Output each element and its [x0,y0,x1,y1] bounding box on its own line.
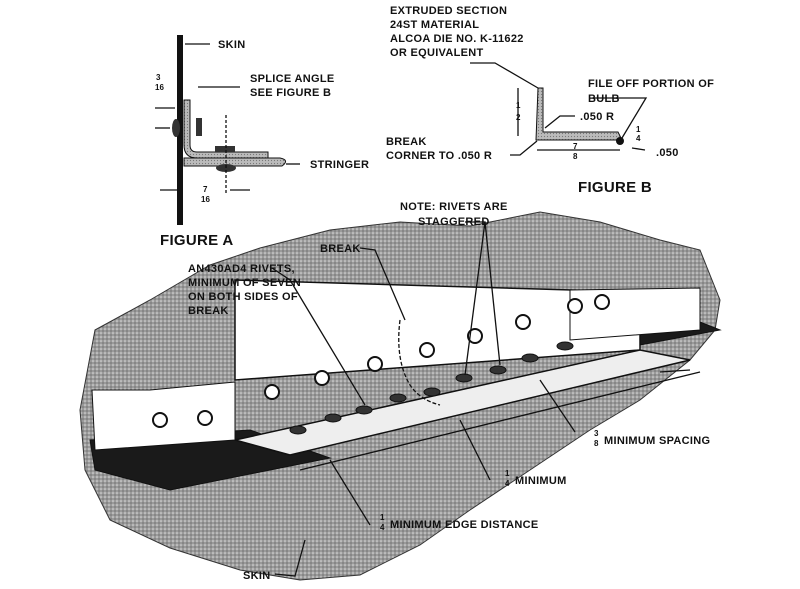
stringer-section [183,157,286,167]
dim-bulb-num: 1 [636,125,641,134]
rivets-vertical [152,294,610,428]
extrusion-section [535,87,623,141]
note-line-2: STAGGERED [418,216,490,228]
file-off-line-2: BULB [588,93,620,105]
bulb [616,137,624,145]
dim-width-num: 7 [573,142,578,151]
break-corner-line-2: CORNER TO .050 R [386,150,492,162]
edge-den: 4 [380,523,385,532]
rivets-line-4: BREAK [188,305,229,317]
dim-height-den: 2 [516,113,521,122]
main-assembly: AN430AD4 RIVETS, MINIMUM OF SEVEN ON BOT… [79,201,722,582]
splice-angle-label: SPLICE ANGLE [250,73,334,85]
extruded-line-2: 24ST MATERIAL [390,19,479,31]
skin-section [177,35,183,225]
note-line-1: NOTE: RIVETS ARE [400,201,508,213]
dim-bulb-den: 4 [636,134,641,143]
rivets-flange [289,341,574,435]
dim-width-den: 8 [573,152,578,161]
stringer-label: STRINGER [310,159,369,171]
figure-a: 3 16 7 16 SKIN SPLICE ANGLE SEE FIGURE B… [155,35,369,249]
rivet-head [172,119,180,137]
dim-bottom-num: 7 [203,185,208,194]
minimum-label: MINIMUM [515,475,567,487]
dim-top-num: 3 [156,73,161,82]
radius-label: .050 R [580,111,614,123]
extruded-line-3: ALCOA DIE NO. K-11622 [390,33,524,45]
file-off-line-1: FILE OFF PORTION OF [588,78,714,90]
figure-b: 1 2 7 8 1 4 EXTRUDED SECTION 24ST MATERI… [386,5,714,196]
spacing-num: 3 [594,429,599,438]
edge-num: 1 [380,513,385,522]
minimum-num: 1 [505,469,510,478]
dim-bottom-den: 16 [201,195,210,204]
splice-angle-flange [234,349,691,456]
spacing-label: MINIMUM SPACING [604,435,710,447]
dim-height-num: 1 [516,101,521,110]
rivets-line-3: ON BOTH SIDES OF [188,291,298,303]
extruded-line-4: OR EQUIVALENT [390,47,484,59]
rivets-line-1: AN430AD4 RIVETS, [188,263,295,275]
thickness-label: .050 [656,147,679,159]
break-label: BREAK [320,243,361,255]
figure-a-title: FIGURE A [160,232,234,249]
splice-angle-ref: SEE FIGURE B [250,87,331,99]
extruded-line-1: EXTRUDED SECTION [390,5,507,17]
break-corner-line-1: BREAK [386,136,427,148]
dim-top-den: 16 [155,83,164,92]
minimum-den: 4 [505,479,510,488]
rivets-line-2: MINIMUM OF SEVEN [188,277,301,289]
figure-b-title: FIGURE B [578,179,652,196]
skin-main-label: SKIN [243,570,270,582]
edge-distance-label: MINIMUM EDGE DISTANCE [390,519,538,531]
spacing-den: 8 [594,439,599,448]
skin-label: SKIN [218,39,245,51]
